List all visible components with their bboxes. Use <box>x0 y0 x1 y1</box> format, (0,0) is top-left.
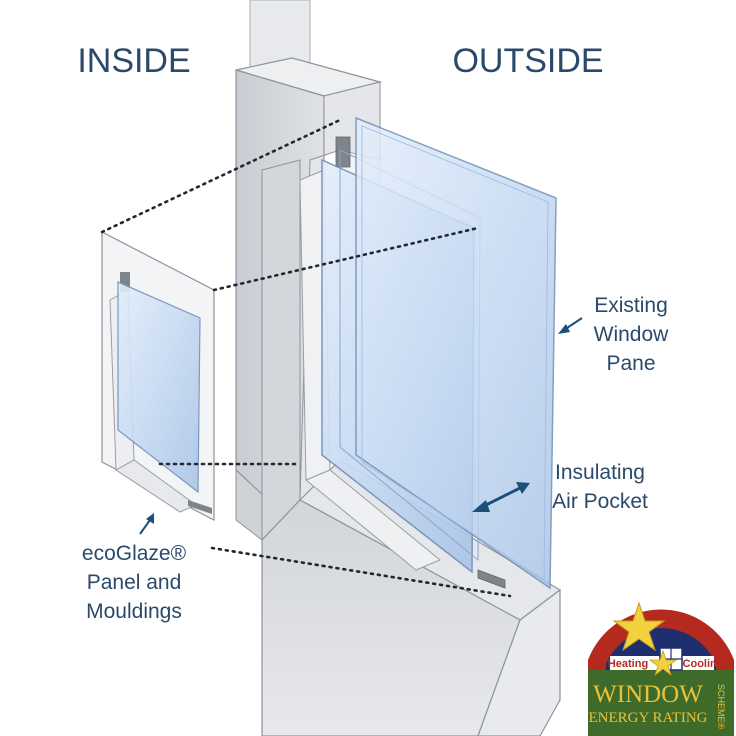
logo-window-text: WINDOW <box>593 681 703 708</box>
air-pocket-callout: Insulating Air Pocket <box>472 461 648 513</box>
ecoglaze-label-line2: Panel and <box>87 571 182 594</box>
outside-heading: OUTSIDE <box>452 42 603 80</box>
large-star-icon <box>612 601 666 652</box>
inside-panel <box>101 231 215 521</box>
ecoglaze-callout: ecoGlaze® Panel and Mouldings <box>82 513 187 623</box>
existing-pane-label-line2: Window <box>594 323 670 346</box>
existing-window-pane <box>355 116 557 590</box>
existing-pane-callout: Existing Window Pane <box>558 294 669 375</box>
ecoglaze-arrow-icon <box>139 513 154 535</box>
small-star-icon <box>648 649 678 677</box>
window-energy-rating-logo: Heating Cooling WINDOW ENERGY RATING SCH… <box>588 601 734 736</box>
projection-lines <box>100 118 512 598</box>
air-pocket-label-line2: Air Pocket <box>552 490 648 513</box>
air-pocket-label-line1: Insulating <box>555 461 645 484</box>
logo-scheme-text: SCHEME® <box>716 684 726 730</box>
logo-heating-text: Heating <box>608 658 648 670</box>
ecoglaze-label-line3: Mouldings <box>86 600 182 623</box>
existing-pane-label-line3: Pane <box>606 352 655 375</box>
ecoglaze-label-line1: ecoGlaze® <box>82 542 187 565</box>
logo-energy-rating-text: ENERGY RATING <box>588 710 707 726</box>
air-pocket-double-arrow-icon <box>472 482 530 512</box>
existing-pane-arrow-icon <box>558 317 583 334</box>
inside-heading: INSIDE <box>77 42 190 80</box>
existing-pane-label-line1: Existing <box>594 294 668 317</box>
logo-cooling-text: Cooling <box>683 658 724 670</box>
